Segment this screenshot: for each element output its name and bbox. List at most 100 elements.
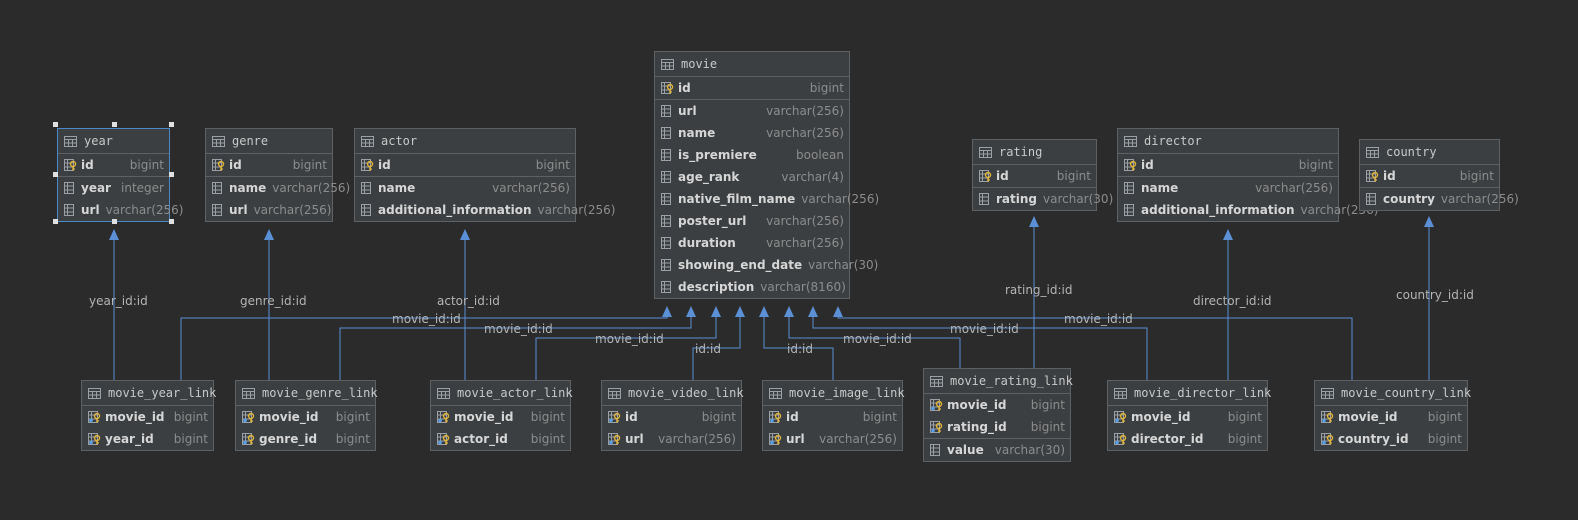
table-header[interactable]: rating xyxy=(973,140,1096,165)
relation-line[interactable] xyxy=(763,307,834,380)
table-header[interactable]: movie_genre_link xyxy=(236,381,378,406)
relation-line[interactable] xyxy=(812,307,1148,380)
selection-handle[interactable] xyxy=(53,122,58,127)
selection-handle[interactable] xyxy=(169,122,174,127)
selection-handle[interactable] xyxy=(111,122,117,127)
relation-edge[interactable] xyxy=(264,229,274,380)
relation-edge[interactable] xyxy=(1223,229,1233,380)
selection-handle[interactable] xyxy=(53,219,58,224)
table-header[interactable]: movie_director_link xyxy=(1108,381,1271,406)
selection-handle[interactable] xyxy=(111,219,117,224)
table-header[interactable]: movie_country_link xyxy=(1315,381,1471,406)
relation-edge[interactable] xyxy=(692,306,745,380)
table-header[interactable]: country xyxy=(1360,140,1499,165)
table-header[interactable]: actor xyxy=(355,129,575,154)
table-header[interactable]: genre xyxy=(206,129,332,154)
relation-edge[interactable] xyxy=(1424,216,1434,380)
table-header[interactable]: movie_image_link xyxy=(763,381,905,406)
table-header[interactable]: movie_actor_link xyxy=(431,381,573,406)
table-header[interactable]: movie_year_link xyxy=(82,381,216,406)
relation-edge[interactable] xyxy=(535,306,721,380)
relation-edge[interactable] xyxy=(339,306,696,380)
relation-edge[interactable] xyxy=(180,306,672,380)
relation-edge[interactable] xyxy=(759,306,834,380)
relation-edge[interactable] xyxy=(109,229,119,380)
relation-edge[interactable] xyxy=(784,306,961,368)
table-header[interactable]: director xyxy=(1118,129,1338,154)
relation-edge[interactable] xyxy=(808,306,1148,380)
relation-line[interactable] xyxy=(339,307,692,380)
relation-line[interactable] xyxy=(788,307,961,368)
relation-edge[interactable] xyxy=(833,306,1353,380)
selection-handle[interactable] xyxy=(169,219,174,224)
table-header[interactable]: movie_rating_link xyxy=(924,369,1073,394)
table-header[interactable]: year xyxy=(58,129,169,154)
relation-line[interactable] xyxy=(535,307,717,380)
table-header[interactable]: movie_video_link xyxy=(602,381,744,406)
selection-handle[interactable] xyxy=(53,172,58,177)
relation-edge[interactable] xyxy=(460,229,470,380)
table-header[interactable]: movie xyxy=(655,52,849,77)
relation-line[interactable] xyxy=(692,307,741,380)
relation-edge[interactable] xyxy=(1029,216,1039,368)
selection-handle[interactable] xyxy=(169,172,174,177)
